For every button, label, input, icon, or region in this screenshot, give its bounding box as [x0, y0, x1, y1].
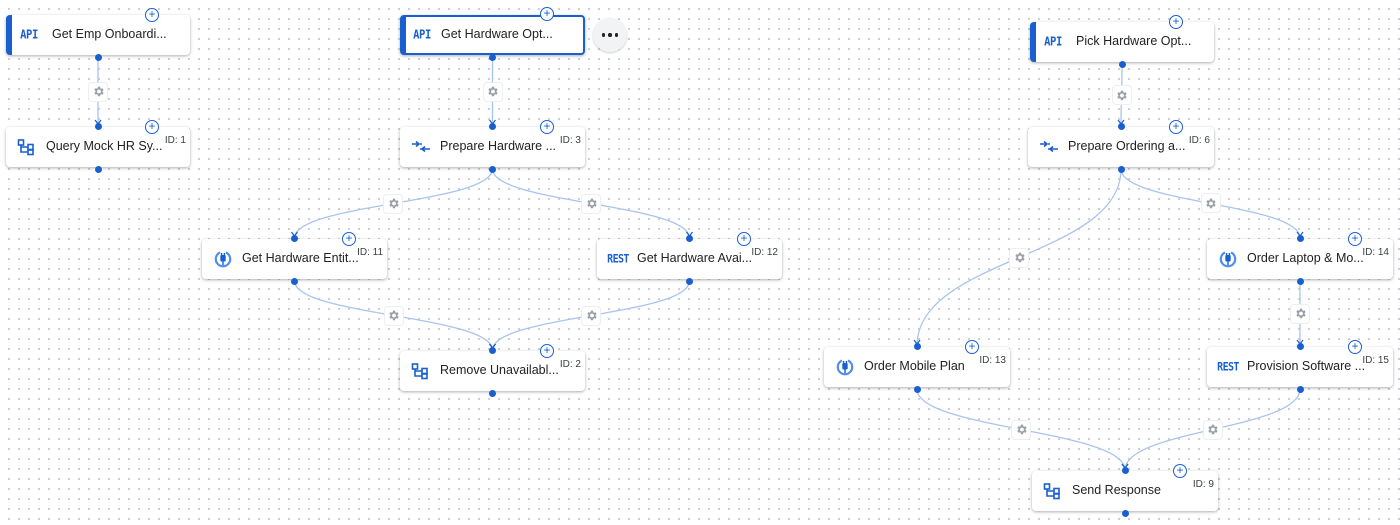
output-port[interactable]	[94, 53, 102, 61]
task-node-n12[interactable]: Order Mobile Plan ID: 13	[824, 347, 1010, 387]
more-dots-icon	[601, 33, 606, 37]
edge-condition-gear-icon[interactable]	[1112, 86, 1131, 104]
add-task-icon[interactable]: +	[540, 120, 554, 134]
edge-condition-gear-icon[interactable]	[1201, 194, 1220, 213]
task-node-n11[interactable]: REST Provision Software ... ID: 15	[1207, 347, 1393, 387]
output-port[interactable]	[489, 165, 496, 173]
input-port[interactable]	[489, 122, 496, 130]
task-label: Order Mobile Plan	[864, 359, 965, 373]
task-label: Query Mock HR Sy...	[46, 139, 163, 153]
task-node-n5[interactable]: Get Hardware Entit... ID: 11	[202, 239, 387, 279]
task-node-n7[interactable]: Remove Unavailabl... ID: 2	[400, 351, 585, 391]
input-port[interactable]	[1121, 466, 1129, 474]
task-node-n9[interactable]: Prepare Ordering a... ID: 6	[1028, 127, 1214, 167]
edge-condition-gear-icon[interactable]	[483, 82, 502, 101]
edge-condition-gear-icon[interactable]	[1291, 304, 1309, 323]
output-port[interactable]	[913, 385, 921, 393]
add-task-icon[interactable]: +	[737, 232, 751, 246]
edge-condition-gear-icon[interactable]	[582, 194, 600, 213]
rest-icon: REST	[607, 252, 629, 266]
task-node-n2[interactable]: Query Mock HR Sy... ID: 1	[6, 127, 190, 167]
input-port[interactable]	[291, 234, 298, 242]
task-label: Get Emp Onboardi...	[52, 27, 167, 41]
edge-condition-gear-icon[interactable]	[582, 306, 600, 325]
output-port[interactable]	[1118, 60, 1126, 68]
output-port[interactable]	[1296, 385, 1304, 393]
input-port[interactable]	[1296, 234, 1304, 242]
task-node-n1[interactable]: API Get Emp Onboardi...	[6, 15, 190, 55]
output-port[interactable]	[1121, 509, 1129, 517]
edge-condition-gear-icon[interactable]	[1010, 248, 1028, 267]
add-task-icon[interactable]: +	[1169, 15, 1183, 29]
add-task-icon[interactable]: +	[145, 120, 159, 134]
output-port[interactable]	[291, 277, 298, 285]
input-port[interactable]	[1296, 342, 1304, 350]
data-mapping-icon	[1042, 481, 1064, 501]
add-task-icon[interactable]: +	[965, 340, 979, 354]
edge-condition-gear-icon[interactable]	[384, 306, 403, 325]
more-options-button[interactable]	[593, 18, 627, 52]
task-label: Prepare Hardware ...	[440, 139, 557, 153]
task-id: ID: 3	[559, 135, 581, 146]
task-label: Order Laptop & Mo...	[1247, 251, 1364, 265]
mapping-arrows-icon	[410, 137, 432, 157]
task-node-n8[interactable]: API Pick Hardware Opt...	[1030, 22, 1214, 62]
add-task-icon[interactable]: +	[145, 8, 159, 22]
add-task-icon[interactable]: +	[342, 232, 356, 246]
add-task-icon[interactable]: +	[1173, 464, 1187, 478]
task-node-n13[interactable]: Send Response ID: 9	[1032, 471, 1218, 511]
task-label: Get Hardware Entit...	[242, 251, 359, 265]
task-id: ID: 13	[979, 355, 1006, 366]
output-port[interactable]	[94, 165, 102, 173]
connector-icon	[834, 357, 856, 377]
add-task-icon[interactable]: +	[540, 344, 554, 358]
task-id: ID: 2	[559, 359, 581, 370]
input-port[interactable]	[686, 234, 693, 242]
output-port[interactable]	[686, 277, 693, 285]
task-label: Get Hardware Avai...	[637, 251, 753, 265]
api-icon: API	[20, 28, 38, 42]
add-task-icon[interactable]: +	[1348, 232, 1362, 246]
input-port[interactable]	[913, 342, 921, 350]
mapping-arrows-icon	[1038, 137, 1060, 157]
output-port[interactable]	[1117, 165, 1125, 173]
input-port[interactable]	[489, 346, 496, 354]
task-node-n6[interactable]: REST Get Hardware Avai... ID: 12	[597, 239, 782, 279]
data-mapping-icon	[410, 361, 432, 381]
task-label: Remove Unavailabl...	[440, 363, 559, 377]
connector-icon	[212, 249, 234, 269]
input-port[interactable]	[1117, 122, 1125, 130]
input-port[interactable]	[94, 122, 102, 130]
task-label: Get Hardware Opt...	[441, 27, 553, 41]
edge-condition-gear-icon[interactable]	[384, 194, 403, 213]
task-label: Provision Software ...	[1247, 359, 1366, 373]
task-label: Send Response	[1072, 483, 1161, 497]
api-icon: API	[1044, 35, 1062, 49]
add-task-icon[interactable]: +	[540, 7, 554, 21]
task-id: ID: 15	[1362, 355, 1389, 366]
task-label: Prepare Ordering a...	[1068, 139, 1186, 153]
output-port[interactable]	[1296, 277, 1304, 285]
task-id: ID: 6	[1188, 135, 1210, 146]
task-node-n4[interactable]: Prepare Hardware ... ID: 3	[400, 127, 585, 167]
task-label: Pick Hardware Opt...	[1076, 34, 1192, 48]
task-id: ID: 12	[751, 247, 778, 258]
task-id: ID: 1	[164, 135, 186, 146]
api-icon: API	[413, 28, 431, 42]
edge-condition-gear-icon[interactable]	[1012, 420, 1030, 439]
task-node-n10[interactable]: Order Laptop & Mo... ID: 14	[1207, 239, 1393, 279]
output-port[interactable]	[489, 53, 496, 61]
data-mapping-icon	[16, 137, 38, 157]
task-id: ID: 9	[1192, 479, 1214, 490]
edge-condition-gear-icon[interactable]	[89, 82, 107, 101]
task-node-n3[interactable]: API Get Hardware Opt...	[400, 15, 585, 55]
add-task-icon[interactable]: +	[1169, 120, 1183, 134]
connector-icon	[1217, 249, 1239, 269]
output-port[interactable]	[489, 389, 496, 397]
edge-condition-gear-icon[interactable]	[1203, 420, 1222, 439]
task-id: ID: 14	[1362, 247, 1389, 258]
rest-icon: REST	[1217, 360, 1239, 374]
add-task-icon[interactable]: +	[1348, 340, 1362, 354]
task-id: ID: 11	[357, 247, 383, 258]
